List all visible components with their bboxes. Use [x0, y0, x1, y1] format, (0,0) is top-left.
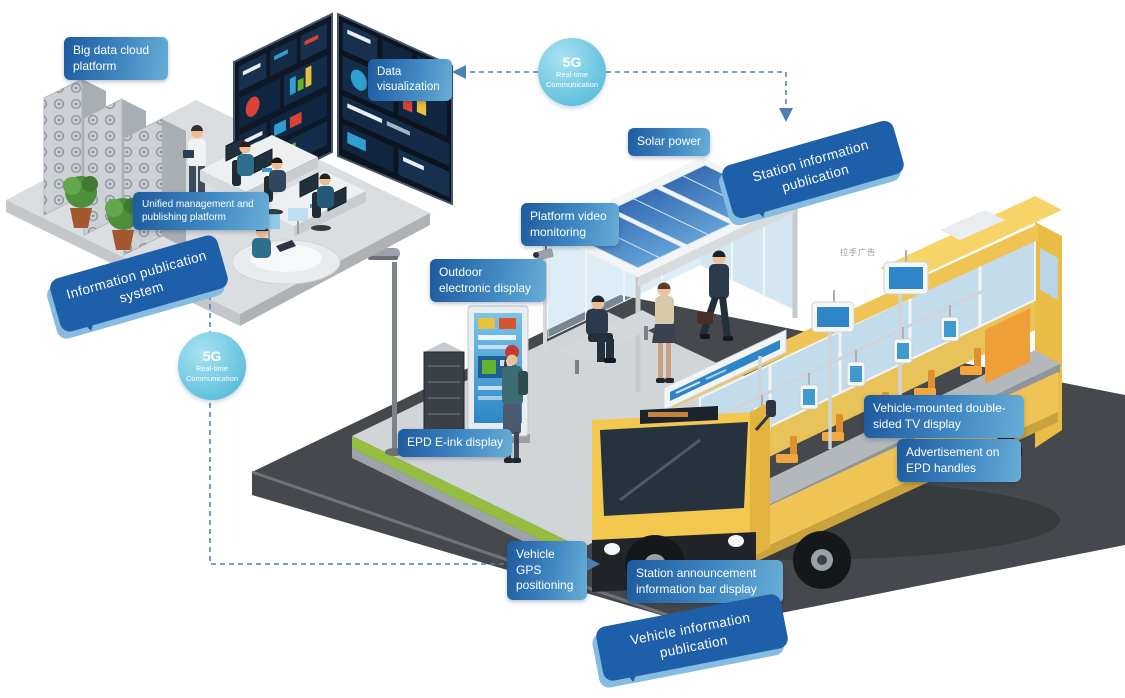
label-unified-management-platform: Unified management and publishing platfo… [133, 192, 269, 230]
badge-5g-sub: Real-time Communication [185, 363, 239, 383]
operators [231, 141, 334, 231]
ceiling-tv-displays [811, 250, 929, 333]
badge-5g-left: 5G Real-time Communication [178, 332, 246, 400]
badge-5g-label: 5G [202, 347, 222, 364]
label-advertisement-epd-handles: Advertisement on EPD handles [897, 439, 1021, 483]
round-desk [231, 208, 341, 285]
badge-5g-top: 5G Real-time Communication [538, 38, 606, 106]
note-handle-ad: 拉手广告 [840, 248, 876, 257]
label-data-visualization: Data visualization [368, 59, 452, 101]
label-vehicle-gps-positioning: Vehicle GPS positioning [507, 541, 587, 600]
walking-passenger [697, 250, 733, 341]
label-vehicle-mounted-tv-display: Vehicle-mounted double-sided TV display [864, 395, 1024, 439]
dashed-connectors [209, 71, 787, 565]
bus-front [592, 400, 776, 592]
arrow-left-icon [452, 65, 466, 79]
plant [63, 176, 98, 228]
label-epd-eink-display: EPD E-ink display [398, 429, 513, 457]
pedestrian-woman [502, 345, 528, 463]
label-outdoor-electronic-display: Outdoor electronic display [430, 259, 546, 303]
connector-arrows [452, 65, 793, 571]
arrow-right-icon [586, 557, 600, 571]
announcement-bar-display [663, 329, 787, 411]
arrow-down-icon [779, 108, 793, 122]
badge-5g-sub: Real-time Communication [545, 69, 599, 89]
bus-seats [776, 308, 1030, 463]
label-platform-video-monitoring: Platform video monitoring [521, 203, 619, 247]
label-big-data-cloud-platform: Big data cloud platform [64, 37, 168, 81]
badge-5g-label: 5G [562, 53, 582, 70]
sitting-passenger [586, 295, 616, 363]
standing-passenger [652, 282, 677, 383]
label-solar-power: Solar power [628, 128, 711, 156]
